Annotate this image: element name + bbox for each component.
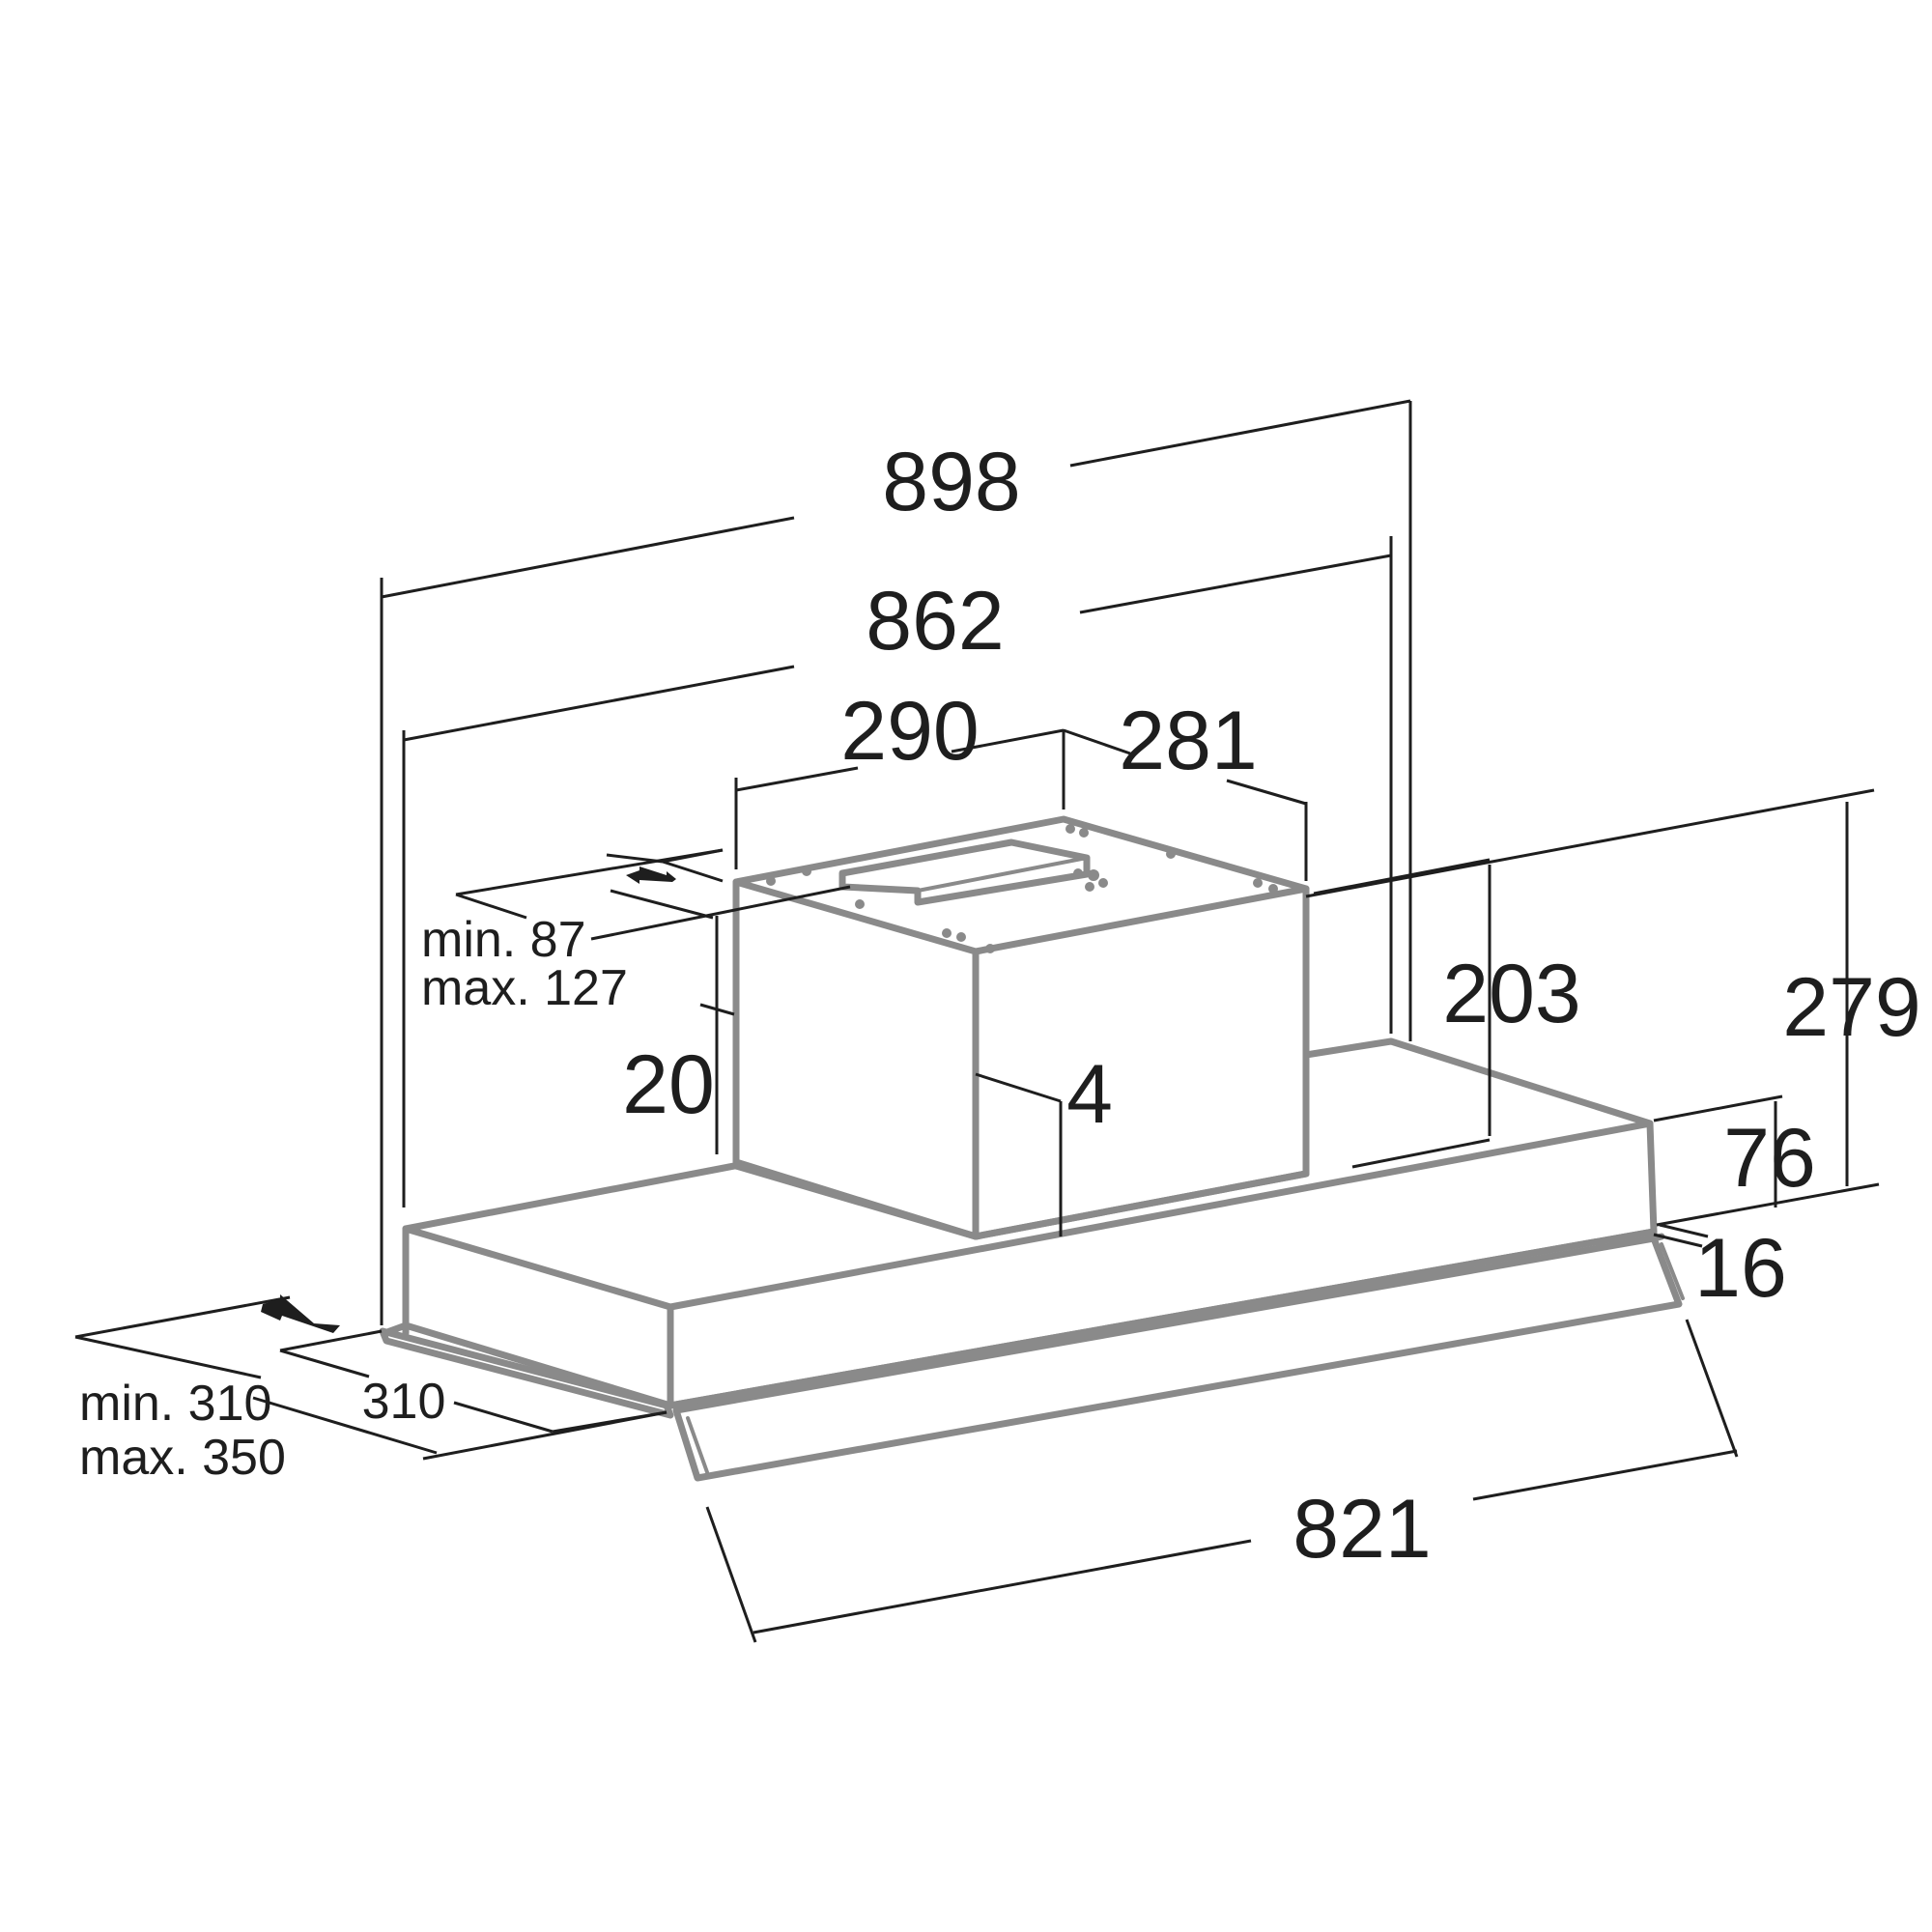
double-arrow-icon [626,867,676,884]
dim-281: 281 [1119,695,1258,787]
dim-898: 898 [882,436,1021,528]
dim-821: 821 [1293,1483,1432,1576]
slide-rail [379,1327,674,1419]
dim-279: 279 [1782,961,1921,1054]
chimney-top-cutout [838,838,1091,906]
dimension-lines [74,399,1880,1643]
dim-range-max-127: max. 127 [421,960,628,1016]
dim-310: 310 [362,1374,446,1430]
dim-203: 203 [1442,948,1581,1040]
chimney-left-face [732,878,980,1240]
dim-16: 16 [1694,1222,1787,1315]
dim-range-min-87: min. 87 [421,912,586,968]
dim-range-min-310: min. 310 [79,1376,271,1432]
dim-20: 20 [622,1038,715,1131]
hood-body [379,815,1685,1482]
front-panel [672,1235,1683,1482]
dim-range-max-350: max. 350 [79,1430,286,1486]
dim-290: 290 [840,685,980,778]
dim-4: 4 [1066,1048,1113,1141]
chimney-fasteners [766,824,1278,953]
dim-76: 76 [1723,1112,1816,1205]
dim-862: 862 [866,575,1005,668]
front-panel-top [667,1228,1665,1409]
dimension-labels: 898 862 290 281 203 279 76 16 821 20 4 3… [79,436,1921,1576]
double-arrow-icon [261,1294,340,1333]
